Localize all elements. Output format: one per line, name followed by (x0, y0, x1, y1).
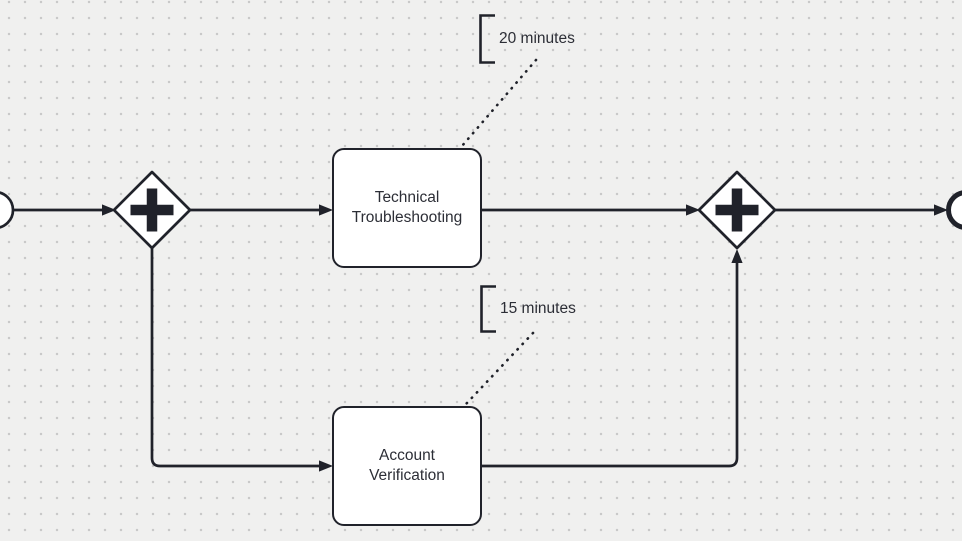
sequence-flow-technical-to-join[interactable] (482, 204, 700, 216)
annotation-text: 20 minutes (499, 30, 575, 47)
parallel-gateway-split[interactable] (112, 170, 192, 250)
arrowhead (731, 249, 743, 263)
annotation-20-minutes[interactable]: 20 minutes (479, 14, 575, 64)
sequence-flow-split-to-technical[interactable] (190, 204, 333, 216)
annotation-text: 15 minutes (500, 300, 576, 317)
sequence-flow-account-to-join[interactable] (482, 249, 743, 468)
plus-icon (715, 188, 759, 232)
annotation-15-minutes[interactable]: 15 minutes (480, 285, 576, 333)
sequence-flow-start-to-split[interactable] (13, 204, 116, 216)
sequence-flow-join-to-end[interactable] (775, 204, 948, 216)
task-label: Technical Troubleshooting (351, 189, 463, 226)
plus-icon (130, 188, 174, 232)
task-label: Account Verification (369, 447, 445, 484)
task-technical-troubleshooting[interactable]: Technical Troubleshooting (332, 148, 482, 268)
association-annotation-to-account[interactable] (464, 331, 535, 406)
end-event[interactable] (946, 190, 962, 230)
arrowhead (319, 460, 333, 472)
start-event[interactable] (0, 191, 15, 229)
task-account-verification[interactable]: Account Verification (332, 406, 482, 526)
arrowhead (102, 204, 116, 216)
annotation-bracket-icon (480, 285, 496, 333)
arrowhead (686, 204, 700, 216)
sequence-flow-split-to-account[interactable] (150, 248, 333, 472)
annotation-bracket-icon (479, 14, 495, 64)
arrowhead (319, 204, 333, 216)
parallel-gateway-join[interactable] (697, 170, 777, 250)
association-annotation-to-technical[interactable] (460, 58, 538, 148)
arrowhead (934, 204, 948, 216)
